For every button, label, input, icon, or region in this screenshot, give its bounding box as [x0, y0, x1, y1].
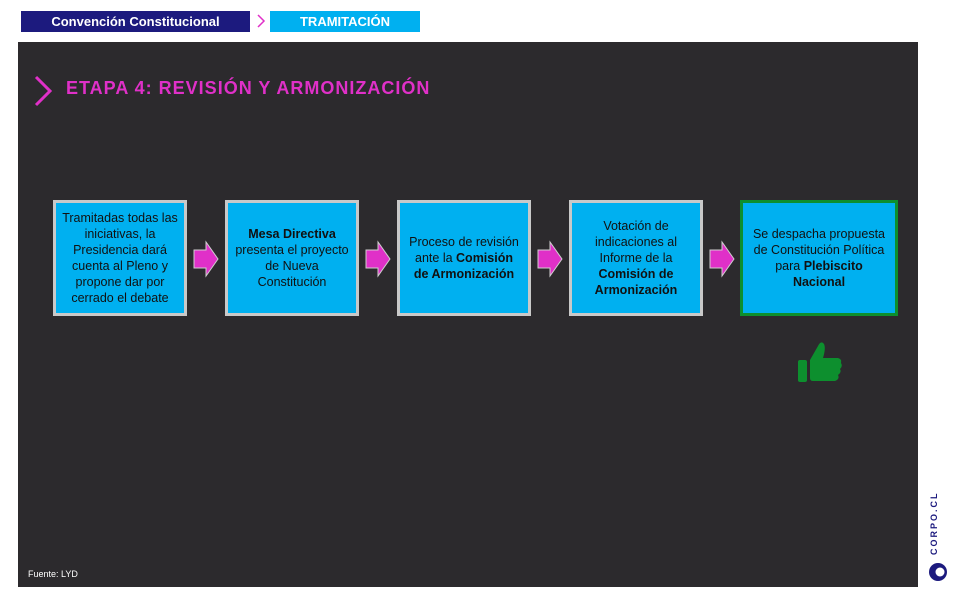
step-text-run: presenta el proyecto de Nueva Constituci…: [235, 243, 349, 289]
step-text-bold: Comisión de Armonización: [594, 267, 678, 297]
slide-title: ETAPA 4: REVISIÓN Y ARMONIZACIÓN: [66, 78, 431, 98]
step-text-run: Tramitadas todas las iniciativas, la Pre…: [62, 211, 178, 305]
step-text-run: Votación de indicaciones al Informe de l…: [595, 219, 677, 265]
chevron-right-icon: [34, 75, 53, 107]
source-note: Fuente: LYD: [28, 569, 78, 579]
chevron-right-icon: [257, 14, 266, 28]
logo-text: CORPO.CL: [929, 491, 939, 555]
arrow-right-icon: [365, 240, 391, 278]
step-text: Se despacha propuesta de Constitución Po…: [749, 226, 889, 290]
step-text-bold: Plebiscito Nacional: [792, 259, 863, 289]
step-text: Votación de indicaciones al Informe de l…: [578, 218, 694, 298]
arrow-right-icon: [709, 240, 735, 278]
step-box-final: Se despacha propuesta de Constitución Po…: [740, 200, 898, 316]
step-box: Proceso de revisión ante la Comisión de …: [397, 200, 531, 316]
step-box: Votación de indicaciones al Informe de l…: [569, 200, 703, 316]
step-text-run: Se despacha propuesta de Constitución Po…: [752, 227, 886, 273]
step-box: Tramitadas todas las iniciativas, la Pre…: [53, 200, 187, 316]
step-text: Tramitadas todas las iniciativas, la Pre…: [62, 210, 178, 306]
step-text-bold: Mesa Directiva: [248, 227, 336, 241]
corpo-logo-icon: [929, 563, 947, 581]
thumbs-up-icon: [798, 342, 842, 382]
step-text-run: Proceso de revisión ante la: [409, 235, 519, 265]
arrow-right-icon: [193, 240, 219, 278]
corpo-logo: CORPO.CL: [922, 488, 952, 588]
step-text: Mesa Directiva presenta el proyecto de N…: [234, 226, 350, 290]
slide-panel: ETAPA 4: REVISIÓN Y ARMONIZACIÓN Tramita…: [18, 42, 918, 587]
arrow-right-icon: [537, 240, 563, 278]
breadcrumb-section[interactable]: Convención Constitucional: [21, 11, 250, 32]
step-text-bold: Comisión de Armonización: [413, 251, 515, 281]
breadcrumb-current[interactable]: TRAMITACIÓN: [270, 11, 420, 32]
step-text: Proceso de revisión ante la Comisión de …: [406, 234, 522, 282]
step-box: Mesa Directiva presenta el proyecto de N…: [225, 200, 359, 316]
